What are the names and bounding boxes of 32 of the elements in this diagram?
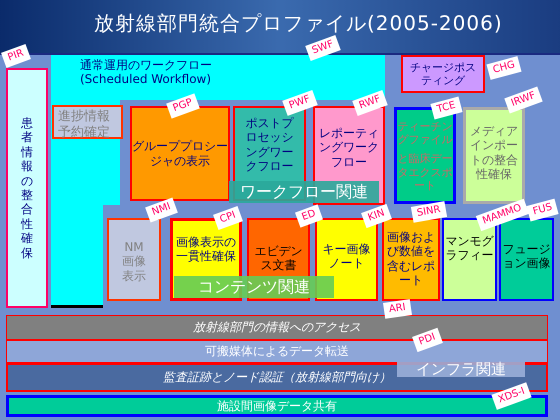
node-label: マンモグラフィー: [444, 234, 494, 263]
node-label: グループプロシージャの表示: [132, 139, 228, 168]
profile-tag: CHG: [486, 56, 522, 80]
title: 放射線部門統合プロファイル(2005-2006): [94, 10, 503, 37]
profile-tag: IRWF: [504, 86, 543, 114]
profile-box: [6, 68, 48, 308]
profile-box: [107, 218, 161, 301]
node-label: 患者情報の整合性確保: [21, 116, 33, 260]
node-label: と臨床データエクスポート: [397, 152, 453, 192]
node-label: 進捗情報予約確定: [58, 109, 111, 140]
node-label: 可搬媒体によるデータ転送: [205, 344, 349, 359]
node-label: 監査証跡とノード認証（放射線部門向け）: [163, 370, 391, 385]
node-label: 通常運用のワークフロー (Scheduled Workflow): [80, 58, 213, 87]
node-label: ポストプロセッシングワークフロー: [244, 116, 294, 174]
node-label: フュージョン画像: [502, 242, 552, 271]
node-label: チャージポスティング: [409, 60, 477, 88]
node-label: ティーチングファイル: [397, 120, 453, 146]
node-label: 放射線部門の情報へのアクセス: [193, 320, 361, 335]
node-label: NM画像表示: [121, 240, 147, 284]
profile-box: [401, 55, 485, 93]
node-label: 画像および数値を含むレポート: [386, 230, 436, 288]
profile-box: [52, 105, 123, 139]
group-label: ワークフロー関連: [229, 181, 379, 203]
node-label: エビデンス文書: [254, 244, 304, 273]
node-label: メディアインポートの整合性確保: [469, 124, 519, 182]
node-label: レポーティングワークフロー: [318, 126, 380, 170]
profile-box: [463, 107, 525, 204]
group-label: インフラ関連: [397, 362, 525, 377]
group-label: コンテンツ関連: [174, 276, 334, 298]
node-label: 施設間画像データ共有: [217, 398, 337, 414]
node-label: 画像表示の一貫性確保: [175, 235, 237, 264]
node-label: キー画像ノート: [322, 242, 372, 271]
